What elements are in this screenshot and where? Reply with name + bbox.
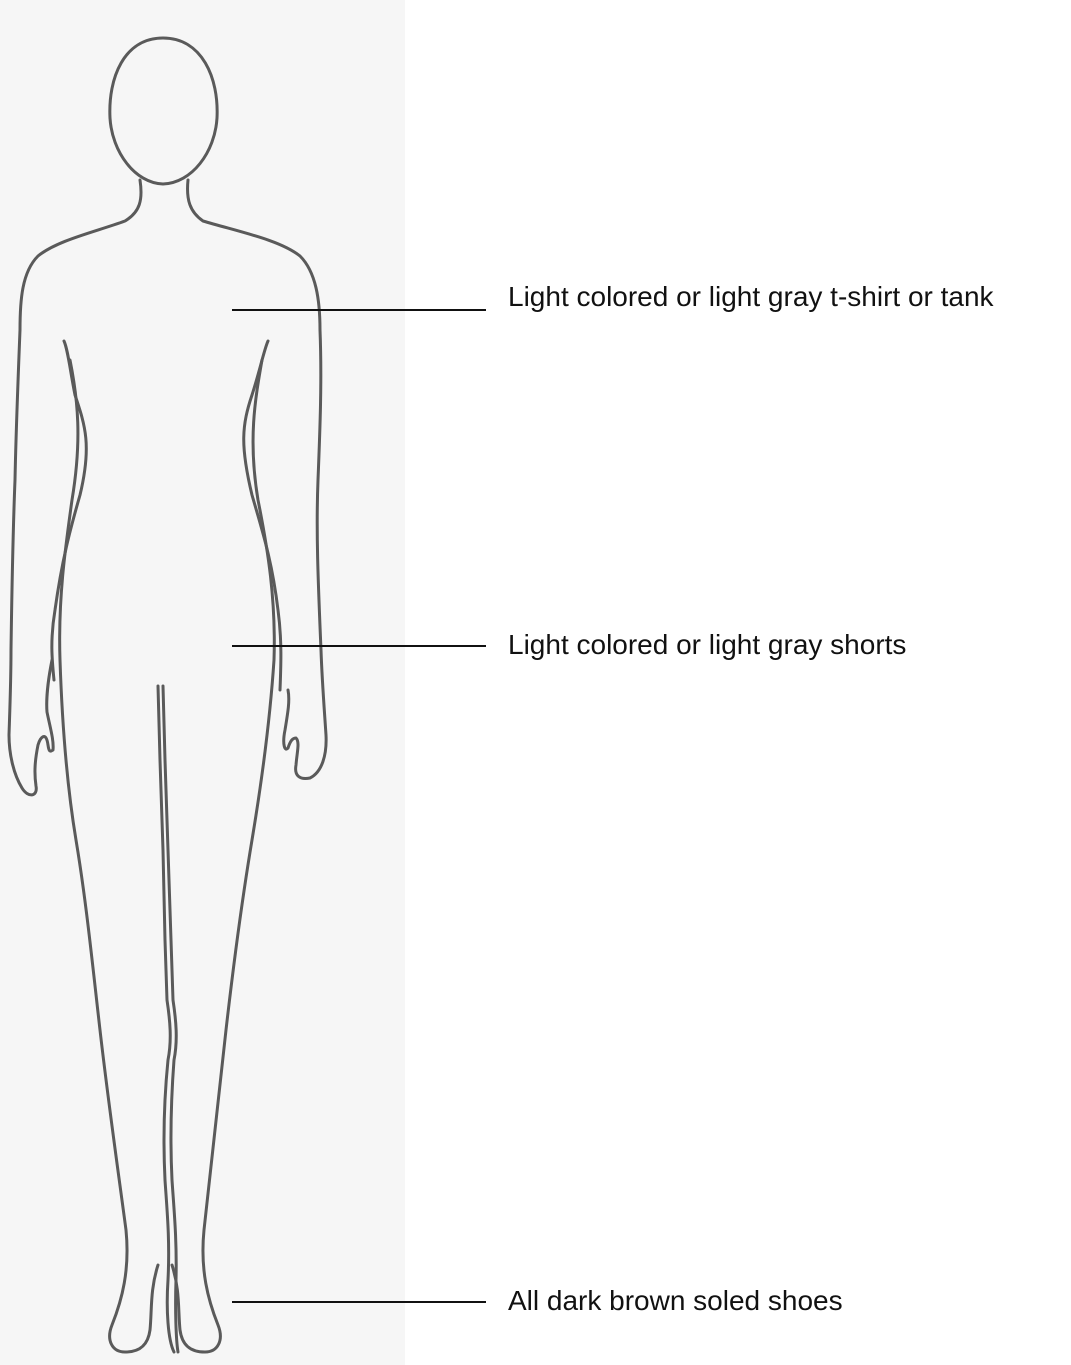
shorts-annotation-label: Light colored or light gray shorts (508, 629, 906, 661)
shirt-annotation-label: Light colored or light gray t-shirt or t… (508, 281, 994, 313)
shoes-annotation-label: All dark brown soled shoes (508, 1285, 843, 1317)
